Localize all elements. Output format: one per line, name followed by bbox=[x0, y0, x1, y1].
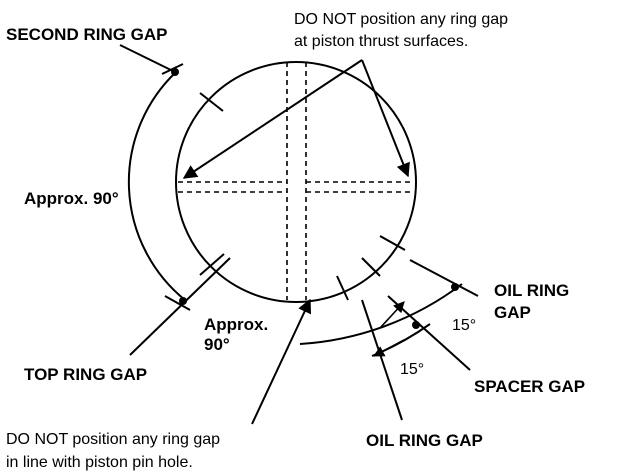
second-ring-gap-label: SECOND RING GAP bbox=[6, 25, 168, 44]
spacer-gap-tick bbox=[361, 257, 381, 277]
deg15-right-arrow bbox=[379, 301, 405, 329]
deg-15-bottom-label: 15° bbox=[400, 361, 424, 378]
oil-ring-gap-lower-label: OIL RING GAP bbox=[366, 431, 483, 450]
thrust-arrow-left bbox=[182, 59, 363, 179]
approx-90-arc bbox=[127, 71, 186, 301]
top-ring-gap-leader bbox=[129, 257, 231, 356]
pin-note-line-1: DO NOT position any ring gap bbox=[6, 431, 220, 448]
spacer-gap-label: SPACER GAP bbox=[474, 377, 585, 396]
second-ring-gap-leader bbox=[119, 44, 176, 73]
pin-hole-arrow bbox=[251, 298, 312, 425]
approx-90-bottom-label-2: 90° bbox=[204, 335, 230, 354]
oil-ring-gap-upper-label-1: OIL RING bbox=[494, 281, 569, 300]
oil-ring-15-marker bbox=[451, 283, 459, 291]
top-ring-gap-label: TOP RING GAP bbox=[24, 365, 147, 384]
oil-ring-gap-upper-label-2: GAP bbox=[494, 303, 531, 322]
spacer-15-arc bbox=[371, 323, 431, 357]
oil-ring-15-arc bbox=[299, 283, 463, 345]
thrust-arrow-right bbox=[361, 59, 410, 178]
pin-note-line-2: in line with piston pin hole. bbox=[6, 454, 193, 471]
oil-ring-lower-gap-tick bbox=[336, 275, 349, 301]
spacer-15-marker bbox=[412, 321, 420, 329]
arc-bottom-tick bbox=[164, 295, 191, 311]
oil-ring-upper-gap-tick bbox=[379, 235, 406, 251]
approx-90-left-label: Approx. 90° bbox=[24, 189, 119, 208]
oil-ring-lower-extension bbox=[361, 299, 403, 421]
top-ring-gap-tick bbox=[199, 253, 225, 276]
thrust-note-line-2: at piston thrust surfaces. bbox=[294, 33, 468, 50]
deg-15-right-label: 15° bbox=[452, 317, 476, 334]
thrust-note-line-1: DO NOT position any ring gap bbox=[294, 11, 508, 28]
piston-circle bbox=[175, 61, 417, 303]
approx-90-bottom-label-1: Approx. bbox=[204, 315, 268, 334]
oil-ring-upper-extension bbox=[409, 259, 479, 297]
second-ring-gap-tick bbox=[199, 92, 224, 112]
deg15-bottom-arrow bbox=[373, 339, 405, 357]
